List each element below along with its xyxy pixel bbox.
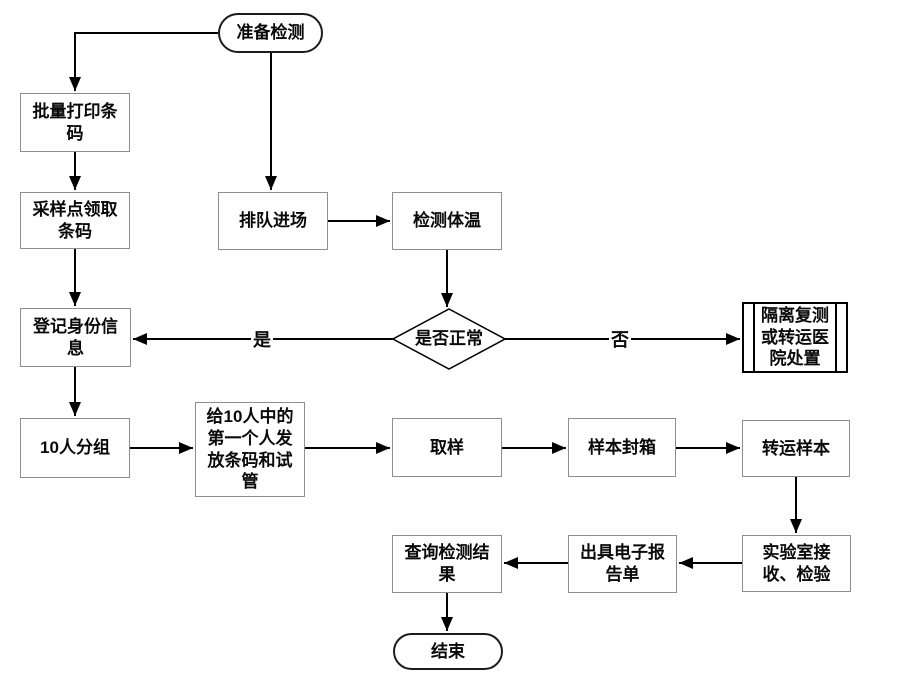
node-take-sample: 取样 — [392, 418, 502, 477]
node-label: 隔离复测 或转运医 院处置 — [761, 305, 829, 369]
node-batch-print-barcode: 批量打印条 码 — [20, 93, 130, 152]
node-label: 登记身份信 息 — [33, 316, 118, 358]
edge-label-yes: 是 — [251, 326, 273, 352]
node-lab-receive-test: 实验室接 收、检验 — [742, 535, 851, 592]
node-label: 检测体温 — [413, 211, 481, 231]
node-label: 取样 — [430, 437, 464, 457]
node-label: 排队进场 — [239, 211, 307, 231]
node-label: 给10人中的 第一个人发 放条码和试 管 — [206, 407, 294, 492]
node-issue-barcode-tube: 给10人中的 第一个人发 放条码和试 管 — [195, 402, 305, 497]
node-query-result: 查询检测结 果 — [392, 535, 502, 593]
node-queue-enter: 排队进场 — [218, 192, 328, 250]
predefined-process-bars — [753, 304, 837, 371]
node-decision-normal: 是否正常 — [392, 308, 506, 370]
diamond-shape — [392, 308, 506, 370]
node-label: 样本封箱 — [588, 437, 656, 457]
node-label: 转运样本 — [762, 438, 830, 458]
node-issue-e-report: 出具电子报 告单 — [568, 535, 677, 593]
node-isolate-retest: 隔离复测 或转运医 院处置 — [742, 302, 848, 373]
node-transport-samples: 转运样本 — [742, 420, 850, 477]
node-start: 准备检测 — [218, 13, 323, 53]
node-seal-samples: 样本封箱 — [568, 418, 676, 477]
edge-label-no: 否 — [609, 326, 631, 352]
node-group-of-ten: 10人分组 — [20, 418, 130, 478]
node-register-identity: 登记身份信 息 — [20, 308, 131, 367]
node-collect-barcode: 采样点领取 条码 — [20, 192, 130, 249]
node-temperature-check: 检测体温 — [392, 192, 502, 250]
node-label: 结束 — [431, 641, 465, 661]
node-label: 准备检测 — [236, 23, 305, 43]
node-label: 查询检测结 果 — [404, 543, 490, 584]
node-end: 结束 — [393, 633, 503, 670]
node-label: 出具电子报 告单 — [580, 543, 665, 584]
node-label: 采样点领取 条码 — [32, 199, 118, 241]
node-label: 批量打印条 码 — [32, 101, 118, 143]
node-label: 是否正常 — [415, 329, 483, 349]
node-label: 实验室接 收、检验 — [762, 542, 831, 584]
node-label: 10人分组 — [40, 438, 110, 458]
